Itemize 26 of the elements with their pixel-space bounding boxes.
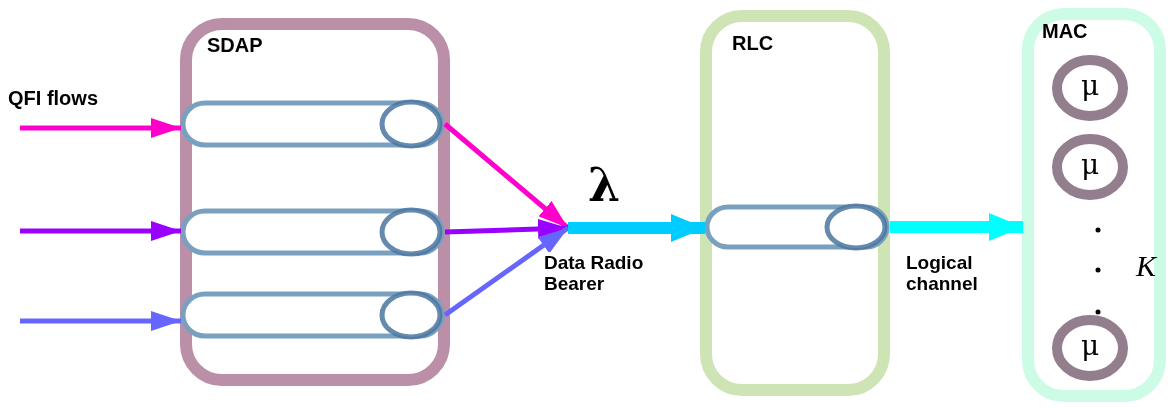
queue-drawing bbox=[180, 291, 445, 339]
server-circle bbox=[1052, 315, 1128, 381]
arrow bbox=[20, 311, 181, 331]
arrow bbox=[20, 221, 181, 241]
flow-label: QFI flows bbox=[8, 88, 98, 109]
queue-drawing bbox=[180, 100, 445, 148]
arrow bbox=[443, 225, 570, 318]
server-circle bbox=[1052, 134, 1128, 200]
queue-drawing bbox=[704, 204, 890, 250]
queue-drawing bbox=[180, 208, 445, 256]
layer-container bbox=[180, 18, 450, 386]
arrow bbox=[444, 219, 569, 239]
arrow bbox=[890, 213, 1023, 241]
arrow bbox=[20, 118, 181, 138]
layer-title: MAC bbox=[1042, 20, 1088, 43]
layer-container bbox=[700, 10, 890, 396]
server-circle bbox=[1052, 55, 1128, 121]
layer-title: RLC bbox=[732, 32, 774, 55]
mu-symbol: μ bbox=[1079, 148, 1101, 181]
k-symbol: K bbox=[1136, 250, 1156, 282]
arrow bbox=[568, 214, 705, 242]
lambda-symbol: λ bbox=[588, 160, 621, 210]
layer-container bbox=[1022, 8, 1166, 402]
mu-symbol: μ bbox=[1079, 69, 1101, 102]
layer-title: SDAP bbox=[207, 34, 263, 57]
mu-symbol: μ bbox=[1079, 329, 1101, 362]
